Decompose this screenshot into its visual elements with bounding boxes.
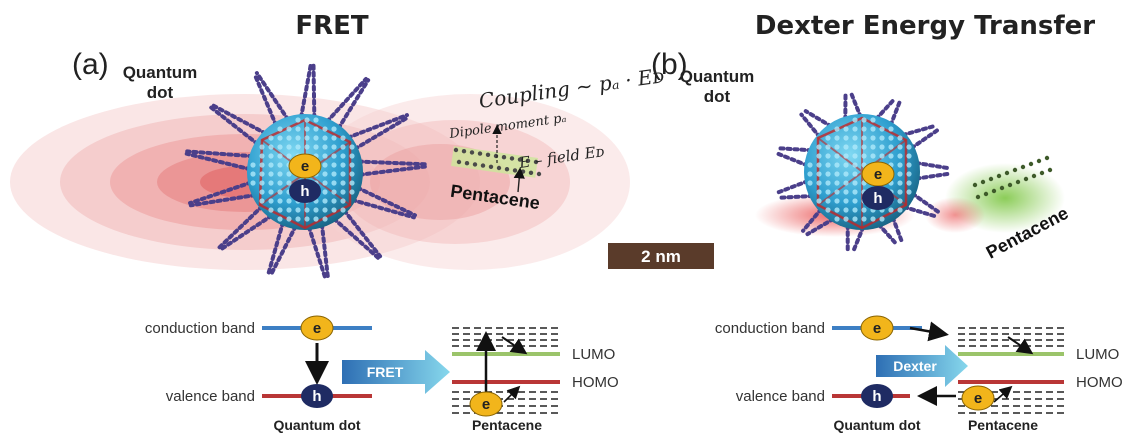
quantum-dot-label-b-line1: Quantum	[680, 67, 755, 86]
pentacene-electron-a	[469, 391, 503, 417]
diagram-hole-label-b: h	[872, 388, 881, 405]
lumo-label-a: LUMO	[572, 346, 615, 363]
fret-transfer-arrow	[342, 350, 450, 394]
electron-ball-a	[300, 315, 334, 341]
energy-diagram-b: conduction band e valence band h Quantum…	[715, 315, 1123, 433]
electron-ball-b	[860, 315, 894, 341]
title-dexter: Dexter Energy Transfer	[755, 11, 1095, 41]
hole-ball-b	[861, 384, 893, 408]
exciton-b: e h	[861, 161, 895, 210]
conduction-band-label-b: conduction band	[715, 320, 825, 337]
relax-arrow-b	[1007, 336, 1034, 355]
scale-bar-label: 2 nm	[641, 247, 681, 266]
coupling-equation: Coupling ~ pₐ · Eᴅ	[477, 63, 665, 113]
quantum-dot-label-a-line1: Quantum	[123, 63, 198, 82]
panel-label-a: (a)	[72, 48, 109, 81]
electron-transfer-arrow-b	[909, 321, 949, 342]
quantum-dot-label-a-line2: dot	[147, 83, 174, 102]
scale-bar: 2 nm	[608, 243, 714, 269]
pentacene-upper-levels-b	[958, 327, 1064, 347]
electron-label-a: e	[301, 158, 309, 175]
hole-relax-arrow-a	[503, 385, 521, 403]
quantum-dot-caption-a: Quantum dot	[273, 417, 360, 433]
pentacene-caption-a: Pentacene	[472, 417, 542, 433]
hole-relax-arrow-b	[993, 385, 1013, 403]
pentacene-caption-b: Pentacene	[968, 417, 1038, 433]
fret-arrow-label: FRET	[367, 364, 404, 380]
title-fret: FRET	[295, 11, 369, 41]
dexter-arrow-label: Dexter	[893, 358, 937, 374]
pentacene-electron-b	[961, 385, 995, 411]
valence-band-label-a: valence band	[166, 388, 255, 405]
pentacene-electron-label-b: e	[974, 390, 982, 407]
ligand-chains-b	[774, 91, 952, 253]
conduction-band-label-a: conduction band	[145, 320, 255, 337]
pentacene-upper-levels-a	[452, 327, 560, 347]
pentacene-lower-levels-a	[452, 391, 560, 414]
homo-label-b: HOMO	[1076, 374, 1123, 391]
diagram-electron-label-b: e	[873, 320, 881, 337]
ligand-chains-a	[184, 62, 427, 281]
diagram-hole-label-a: h	[312, 388, 321, 405]
hole-label-a: h	[300, 183, 309, 200]
hole-ball-a	[301, 384, 333, 408]
homo-label-a: HOMO	[572, 374, 619, 391]
relax-arrow-a	[501, 336, 528, 355]
lumo-label-b: LUMO	[1076, 346, 1119, 363]
hole-label-b: h	[873, 190, 882, 207]
exciton-a: e h	[288, 153, 322, 203]
valence-band-label-b: valence band	[736, 388, 825, 405]
electron-label-b: e	[874, 166, 882, 183]
diagram-electron-label-a: e	[313, 320, 321, 337]
quantum-dot-caption-b: Quantum dot	[833, 417, 920, 433]
energy-diagram-a: conduction band e valence band h Quantum…	[145, 315, 619, 433]
quantum-dot-label-b-line2: dot	[704, 87, 731, 106]
panel-label-b: (b)	[651, 48, 688, 81]
pentacene-molecule-b	[972, 155, 1053, 200]
dexter-transfer-arrow	[876, 345, 968, 387]
pentacene-electron-label-a: e	[482, 396, 490, 413]
efield-arrow	[513, 167, 525, 193]
